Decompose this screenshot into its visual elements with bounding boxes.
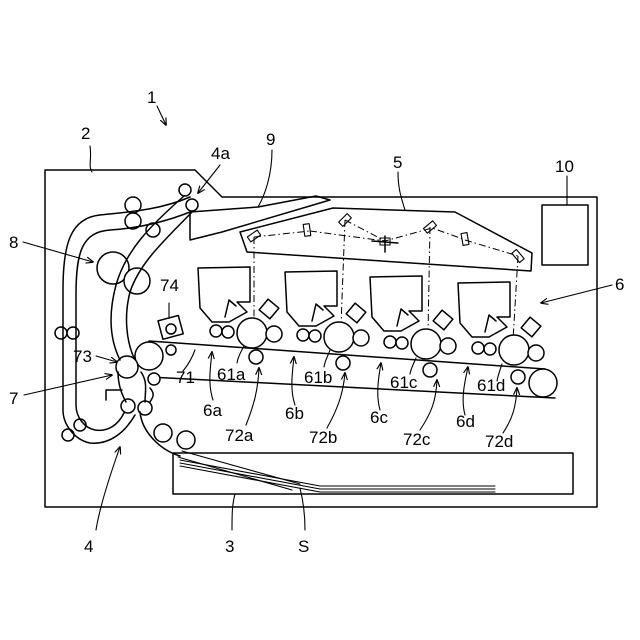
label-9: 9	[266, 130, 275, 149]
label-61b: 61b	[304, 368, 332, 387]
label-2: 2	[81, 124, 90, 143]
label-8: 8	[9, 233, 18, 252]
fixing-unit	[97, 252, 150, 294]
label-72b: 72b	[309, 428, 337, 447]
label-72d: 72d	[485, 432, 513, 451]
label-6a: 6a	[203, 401, 222, 420]
label-72c: 72c	[403, 430, 431, 449]
label-6d: 6d	[456, 412, 475, 431]
label-74: 74	[160, 276, 179, 295]
label-6: 6	[615, 275, 624, 294]
label-72a: 72a	[225, 426, 254, 445]
sheet-tray	[173, 453, 573, 494]
label-7: 7	[9, 389, 18, 408]
label-71: 71	[176, 368, 195, 387]
controller-box	[542, 205, 588, 265]
paper-stack	[178, 451, 495, 492]
label-3: 3	[225, 537, 234, 556]
label-61d: 61d	[477, 376, 505, 395]
label-4: 4	[84, 537, 93, 556]
label-6b: 6b	[285, 404, 304, 423]
label-10: 10	[555, 157, 574, 176]
label-4a: 4a	[211, 144, 230, 163]
exposure-unit	[240, 208, 532, 271]
label-5: 5	[393, 153, 402, 172]
label-61a: 61a	[217, 365, 246, 384]
label-S: S	[298, 537, 309, 556]
label-61c: 61c	[390, 373, 418, 392]
label-6c: 6c	[370, 408, 388, 427]
label-73: 73	[73, 347, 92, 366]
label-1: 1	[147, 88, 156, 107]
